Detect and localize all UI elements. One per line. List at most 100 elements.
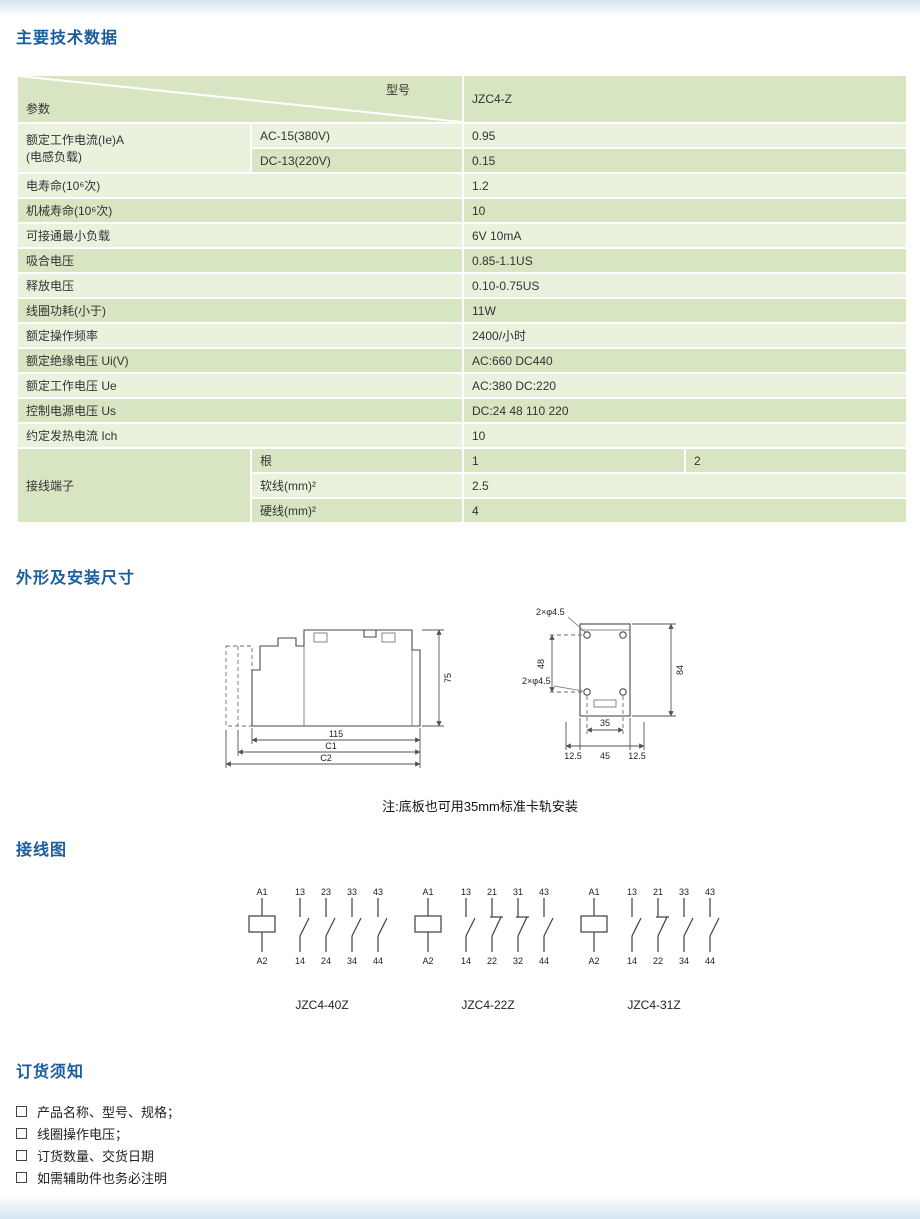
terminal-qty-value1-cell: 1 [462,447,686,474]
rail-slot [593,699,617,708]
contact-terminal: 44 [705,956,715,966]
mounting-hole [619,631,627,639]
terminal-hard-value-cell: 4 [462,497,908,524]
contact-terminal: 22 [653,956,663,966]
side-view-drawing: 75 115 C1 C2 [225,629,453,768]
contact-terminal: 24 [321,956,331,966]
param-cell: 约定发热电流 Ich [16,422,464,449]
param-cell: 线圈功耗(小于) [16,297,464,324]
wiring-diagram-jzc4-22z: A1 A2 13 14 21 22 31 32 43 44 JZC4-22Z [408,886,568,1012]
param-cell: 吸合电压 [16,247,464,274]
param-cell: 控制电源电压 Us [16,397,464,424]
mounting-view-drawing: 2×φ4.5 2×φ4.5 48 84 35 12.5 45 12.5 [522,607,685,761]
ordering-list: 产品名称、型号、规格； 线圈操作电压； 订货数量、交货日期 如需辅助件也务必注明 [16,1100,180,1188]
value-cell: 1.2 [462,172,908,199]
contact-terminal: 22 [487,956,497,966]
ordering-item-label: 产品名称、型号、规格； [37,1104,181,1120]
checkbox-icon [16,1127,27,1139]
dim-plate-width-label: 45 [600,751,610,761]
table-row-current-ac: 额定工作电流(Ie)A (电感负载) AC-15(380V) 0.95 [16,122,908,174]
param-header-label: 参数 [26,102,51,116]
contact-terminal: 33 [679,887,689,897]
value-cell: 6V 10mA [462,222,908,249]
table-row-terminal-hard: 硬线(mm)² 4 [17,497,908,524]
table-header-row: 参数 型号 JZC4-Z [16,74,908,124]
hole-spec-bottom-label: 2×φ4.5 [522,676,551,686]
ordering-item: 如需辅助件也务必注明 [16,1166,180,1188]
contact-terminal: 14 [461,956,471,966]
coil-terminal-a2: A2 [422,956,433,966]
table-row: 吸合电压 0.85-1.1US [16,247,908,274]
contact-terminal: 13 [627,887,637,897]
coil-terminal-a2: A2 [588,956,599,966]
terminal-param-cell: 接线端子 [16,447,252,524]
param-cell: 额定操作频率 [16,322,464,349]
coil-terminal-a1: A1 [256,887,267,897]
contact-terminal: 43 [373,887,383,897]
wiring-diagram-jzc4-31z: A1 A2 13 14 21 22 33 34 43 44 JZC4-31Z [574,886,734,1012]
contact-terminal: 13 [295,887,305,897]
param-model-header-cell: 参数 型号 [16,74,464,124]
coil-symbol [248,915,276,933]
terminal-screw [381,632,396,643]
mounting-hole [619,688,627,696]
din-bracket-phantom [225,645,253,727]
terminal-soft-value-cell: 2.5 [462,472,908,499]
spec-table: 参数 型号 JZC4-Z 额定工作电流(Ie)A (电感负载) AC-15(38… [16,74,908,524]
terminal-qty-sub-cell: 根 [250,447,464,474]
table-row: 约定发热电流 Ich 10 [16,422,908,449]
current-dc-sub-cell: DC-13(220V) [250,147,464,174]
ordering-item-label: 如需辅助件也务必注明 [37,1170,168,1186]
mounting-plate-outline [579,623,631,717]
table-row-terminal-qty: 接线端子 根 1 2 [16,447,908,524]
param-cell: 额定绝缘电压 Ui(V) [16,347,464,374]
top-gradient-band [0,0,920,16]
contact-terminal: 32 [513,956,523,966]
current-dc-value-cell: 0.15 [462,147,908,174]
section-title-tech-data: 主要技术数据 [16,30,119,47]
value-cell: AC:660 DC440 [462,347,908,374]
param-cell: 电寿命(10⁶次) [16,172,464,199]
table-row: 电寿命(10⁶次) 1.2 [16,172,908,199]
value-cell: DC:24 48 110 220 [462,397,908,424]
value-cell: 0.85-1.1US [462,247,908,274]
dim-margin-right-label: 12.5 [628,751,646,761]
current-label-line1: 额定工作电流(Ie)A [26,133,125,147]
current-label-line2: (电感负载) [26,150,82,164]
table-row: 控制电源电压 Us DC:24 48 110 220 [16,397,908,424]
contact-terminal: 31 [513,887,523,897]
value-cell: 10 [462,422,908,449]
dim-hole-vertical-label: 48 [536,659,546,669]
section-title-outline: 外形及安装尺寸 [16,570,136,587]
contact-terminal: 44 [539,956,549,966]
param-cell: 释放电压 [16,272,464,299]
param-cell: 额定工作电压 Ue [16,372,464,399]
contact-terminal: 14 [295,956,305,966]
diagonal-divider [18,76,462,122]
contact-terminal: 43 [539,887,549,897]
wiring-diagram-name: JZC4-31Z [627,998,681,1012]
contact-terminal: 44 [373,956,383,966]
wiring-diagram-name: JZC4-22Z [461,998,515,1012]
current-ac-value-cell: 0.95 [462,122,908,149]
value-cell: AC:380 DC:220 [462,372,908,399]
terminal-hard-sub-cell: 硬线(mm)² [250,497,464,524]
checkbox-icon [16,1149,27,1161]
table-row: 释放电压 0.10-0.75US [16,272,908,299]
contact-terminal: 43 [705,887,715,897]
contact-terminal: 13 [461,887,471,897]
dim-margin-left-label: 12.5 [564,751,582,761]
table-row-current-dc: DC-13(220V) 0.15 [17,147,908,174]
coil-terminal-a2: A2 [256,956,267,966]
dim-c1-label: C1 [325,741,337,751]
coil-symbol [580,915,608,933]
ordering-item-label: 订货数量、交货日期 [37,1148,155,1164]
dim-total-height-label: 84 [675,665,685,675]
ordering-item-label: 线圈操作电压； [37,1126,129,1142]
table-row-terminal-soft: 软线(mm)² 2.5 [17,472,908,499]
model-value-cell: JZC4-Z [462,74,908,124]
coil-terminal-a1: A1 [588,887,599,897]
value-cell: 0.10-0.75US [462,272,908,299]
table-row: 额定操作频率 2400/小时 [16,322,908,349]
